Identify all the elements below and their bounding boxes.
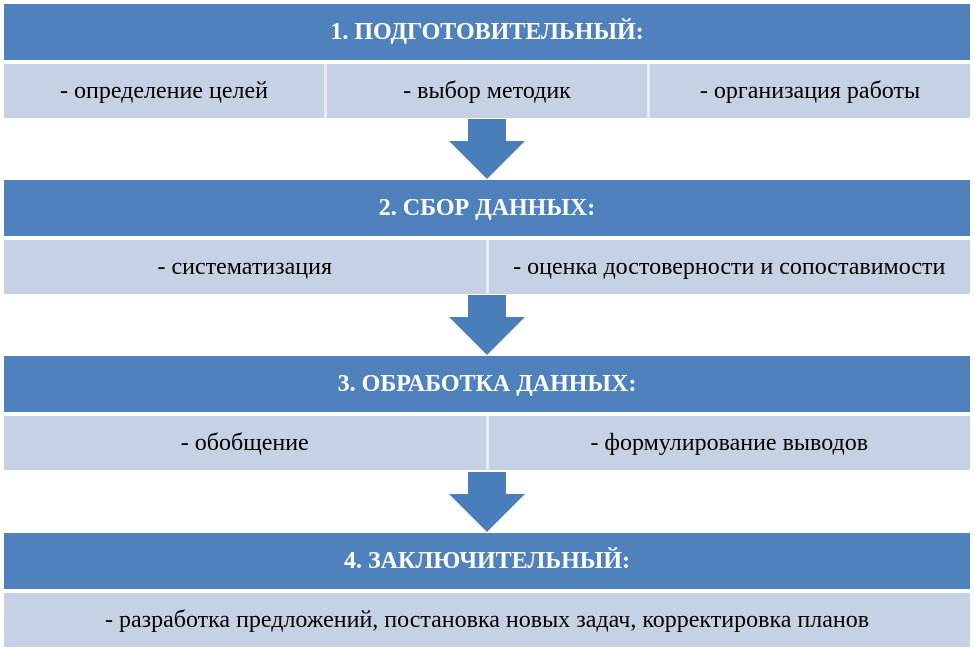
stage-1-header: 1. ПОДГОТОВИТЕЛЬНЫЙ: xyxy=(4,4,970,62)
stage-1-item-2: - выбор методик xyxy=(327,64,650,118)
down-arrow-icon xyxy=(449,119,525,179)
stage-4-header: 4. ЗАКЛЮЧИТЕЛЬНЫЙ: xyxy=(4,533,970,591)
stage-2-item-2: - оценка достоверности и сопоставимости xyxy=(488,240,970,294)
stage-4-items: - разработка предложений, постановка нов… xyxy=(4,593,970,647)
stage-3-items: - обобщение - формулирование выводов xyxy=(4,416,970,470)
stage-4-item-1: - разработка предложений, постановка нов… xyxy=(4,593,970,647)
stage-2-items: - систематизация - оценка достоверности … xyxy=(4,240,970,294)
stage-1-items: - определение целей - выбор методик - ор… xyxy=(4,64,970,118)
stage-3-header: 3. ОБРАБОТКА ДАННЫХ: xyxy=(4,356,970,414)
stage-4-title: 4. ЗАКЛЮЧИТЕЛЬНЫЙ: xyxy=(343,547,631,574)
down-arrow-icon xyxy=(449,295,525,355)
stage-3-item-2: - формулирование выводов xyxy=(488,416,970,470)
stage-3-item-1: - обобщение xyxy=(4,416,489,470)
down-arrow-icon xyxy=(449,472,525,532)
stage-1-item-3: - организация работы xyxy=(650,64,970,118)
stage-2-item-1: - систематизация xyxy=(4,240,489,294)
stage-1-title: 1. ПОДГОТОВИТЕЛЬНЫЙ: xyxy=(330,18,644,45)
stage-2-header: 2. СБОР ДАННЫХ: xyxy=(4,180,970,238)
stage-2-title: 2. СБОР ДАННЫХ: xyxy=(378,194,596,221)
stage-1-item-1: - определение целей xyxy=(4,64,327,118)
stage-3-title: 3. ОБРАБОТКА ДАННЫХ: xyxy=(337,370,637,397)
